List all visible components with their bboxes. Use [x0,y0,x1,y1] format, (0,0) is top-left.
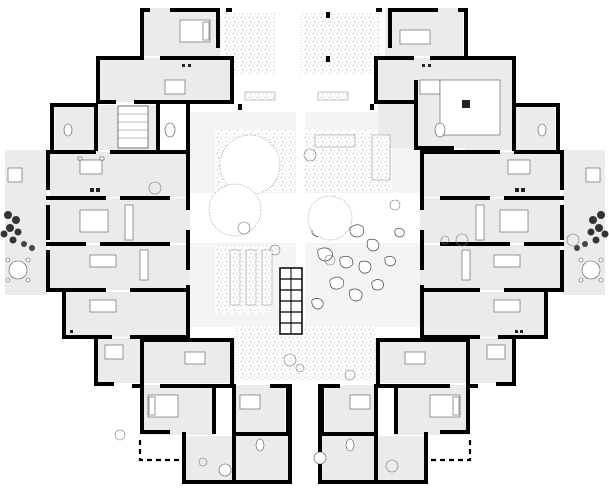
table-icon [77,156,105,175]
tree-icon [455,233,469,247]
sofa-icon [475,204,485,241]
toilet-icon [255,438,265,452]
table-icon [507,159,531,175]
stove-icon [182,64,185,67]
bed-icon [429,394,461,418]
table-icon [349,394,371,410]
tree-icon [198,457,208,467]
table-icon [585,167,601,183]
dashed-outline [138,440,472,462]
table-icon [493,254,521,268]
stove-icon [188,64,191,67]
desk-icon [399,29,431,45]
bed-icon [179,19,211,43]
tree-icon [307,195,353,241]
toilet-icon [537,123,547,137]
table-icon [164,79,186,95]
sofa-icon [124,204,134,241]
bed-icon [499,209,529,233]
tree-icon [114,429,126,441]
desk-icon [439,79,501,136]
tree-icon [324,254,336,266]
stove-icon [422,64,425,67]
tree-icon [295,363,305,373]
table-icon [419,79,441,95]
toilet-icon [345,438,355,452]
bed-icon [147,394,179,418]
tree-icon [283,353,297,367]
tree-icon [303,148,317,162]
table-icon [404,351,426,365]
tree-icon [208,183,262,237]
sofa-icon [139,249,149,281]
toilet-icon [63,123,73,137]
table-icon [218,463,232,477]
toilet-icon [434,122,446,138]
table-icon [104,344,124,360]
tree-icon [385,459,399,473]
stove-icon [515,330,518,333]
table-icon [89,299,117,313]
sofa-icon [461,249,471,281]
table-icon [239,394,261,410]
tree-canopies [208,134,353,241]
table-icon [493,299,521,313]
table-icon [7,167,23,183]
stove-icon [70,330,73,333]
stair-icon [279,267,303,335]
walls [46,8,564,484]
tree-icon [237,221,251,235]
stove-icon [520,330,523,333]
stove-icon [428,64,431,67]
stove-icon [515,188,519,192]
stove-icon [90,188,94,192]
table-icon [313,451,327,465]
tree-icon [440,235,450,245]
shrub-icon [0,211,35,251]
stair-icon [117,105,149,149]
table-icon [184,351,206,365]
toilet-icon [164,122,176,138]
table-icon [486,344,506,360]
table-icon [5,257,31,283]
tree-icon [148,181,162,195]
tree-icon [389,199,401,211]
table-icon [89,254,117,268]
bed-icon [79,209,109,233]
furniture [5,19,604,477]
stove-icon [521,188,525,192]
table-icon [578,257,604,283]
planter-strips [229,91,391,306]
tree-icon [344,369,356,381]
stove-icon [96,188,100,192]
shrub-icon [574,211,609,251]
tree-icon [566,233,580,247]
